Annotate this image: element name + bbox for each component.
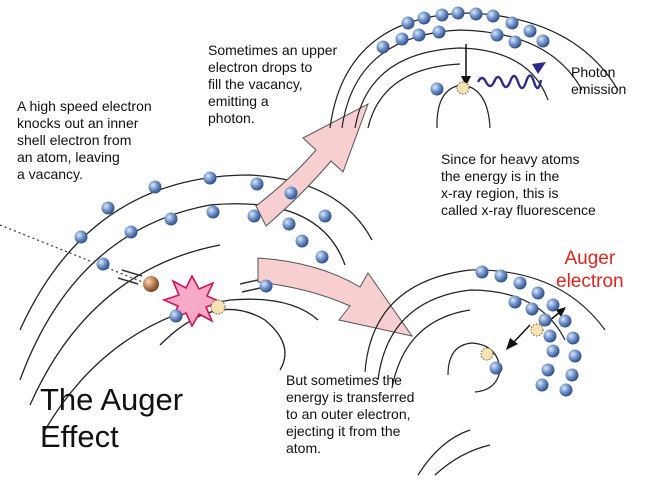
label-auger-electron: Auger electron bbox=[556, 248, 624, 292]
electron bbox=[451, 6, 465, 20]
electron bbox=[566, 331, 580, 345]
motion-line bbox=[117, 277, 139, 285]
electron bbox=[74, 230, 88, 244]
electron bbox=[259, 279, 273, 293]
electron bbox=[546, 298, 560, 312]
caption-photon-emission: Photon emission bbox=[571, 64, 627, 97]
electron bbox=[568, 349, 582, 363]
electron bbox=[558, 314, 572, 328]
electron bbox=[486, 9, 500, 23]
electron bbox=[295, 234, 309, 248]
electron bbox=[508, 295, 522, 309]
electron bbox=[508, 35, 522, 49]
electron bbox=[523, 24, 537, 38]
electron bbox=[513, 276, 527, 290]
electron bbox=[543, 329, 557, 343]
electron bbox=[148, 180, 162, 194]
photon-arrowhead bbox=[532, 62, 546, 74]
electron bbox=[284, 186, 298, 200]
diagram-title: The Auger Effect bbox=[40, 382, 184, 454]
electron bbox=[318, 209, 332, 223]
electron bbox=[565, 368, 579, 382]
caption-knockout: A high speed electron knocks out an inne… bbox=[17, 98, 152, 182]
electron bbox=[250, 177, 264, 191]
electron bbox=[435, 8, 449, 22]
electron bbox=[417, 11, 431, 25]
energy-transfer-arrow bbox=[511, 324, 531, 345]
electron bbox=[96, 257, 110, 271]
electron bbox=[469, 7, 483, 21]
electron bbox=[541, 363, 555, 377]
electron bbox=[475, 265, 489, 279]
vacancy bbox=[480, 347, 494, 361]
arrow-down-right bbox=[257, 257, 414, 337]
electron bbox=[124, 225, 138, 239]
vacancy bbox=[210, 299, 226, 315]
vacancy bbox=[530, 323, 544, 337]
electron bbox=[412, 28, 426, 42]
electron bbox=[203, 171, 217, 185]
main-atom-shell-2 bbox=[19, 203, 346, 381]
electron bbox=[525, 302, 539, 316]
incident-electron-path bbox=[0, 224, 151, 286]
motion-line bbox=[121, 269, 143, 277]
electron bbox=[247, 209, 261, 223]
electron bbox=[538, 313, 552, 327]
electron-drop-arrowhead bbox=[461, 76, 471, 86]
electron bbox=[559, 383, 573, 397]
electron bbox=[169, 309, 183, 323]
motion-line bbox=[241, 287, 261, 293]
electron bbox=[531, 286, 545, 300]
incident-electron bbox=[143, 276, 159, 292]
vacancy bbox=[456, 81, 470, 95]
caption-fluorescence: Since for heavy atoms the energy is in t… bbox=[441, 151, 596, 218]
electron bbox=[430, 82, 444, 96]
electron bbox=[432, 25, 446, 39]
energy-transfer-arrowhead bbox=[506, 338, 518, 350]
caption-energy-transfer: But sometimes the energy is transferred … bbox=[286, 372, 415, 456]
motion-line bbox=[239, 279, 259, 285]
electron bbox=[505, 16, 519, 30]
arrow-up-right bbox=[255, 102, 369, 227]
electron bbox=[315, 250, 329, 264]
caption-electron-drop: Sometimes an upper electron drops to fil… bbox=[208, 42, 338, 126]
electron bbox=[282, 217, 296, 231]
electron bbox=[546, 344, 560, 358]
electron bbox=[494, 269, 508, 283]
electron bbox=[164, 212, 178, 226]
ejection-arrowhead bbox=[556, 307, 566, 317]
electron bbox=[395, 32, 409, 46]
main-atom-inner-shell bbox=[159, 308, 286, 371]
electron bbox=[376, 40, 390, 54]
electron bbox=[206, 205, 220, 219]
electrons bbox=[74, 6, 582, 397]
electron bbox=[489, 361, 503, 375]
electron bbox=[490, 28, 504, 42]
auger-atom bbox=[364, 269, 606, 476]
electron bbox=[101, 201, 115, 215]
electron bbox=[535, 378, 549, 392]
main-atom bbox=[19, 174, 373, 431]
photon-wave bbox=[476, 74, 543, 90]
electron bbox=[401, 16, 415, 30]
main-atom-outer-shell bbox=[19, 174, 373, 331]
electron bbox=[536, 34, 550, 48]
main-atom-shell-3 bbox=[29, 244, 221, 406]
